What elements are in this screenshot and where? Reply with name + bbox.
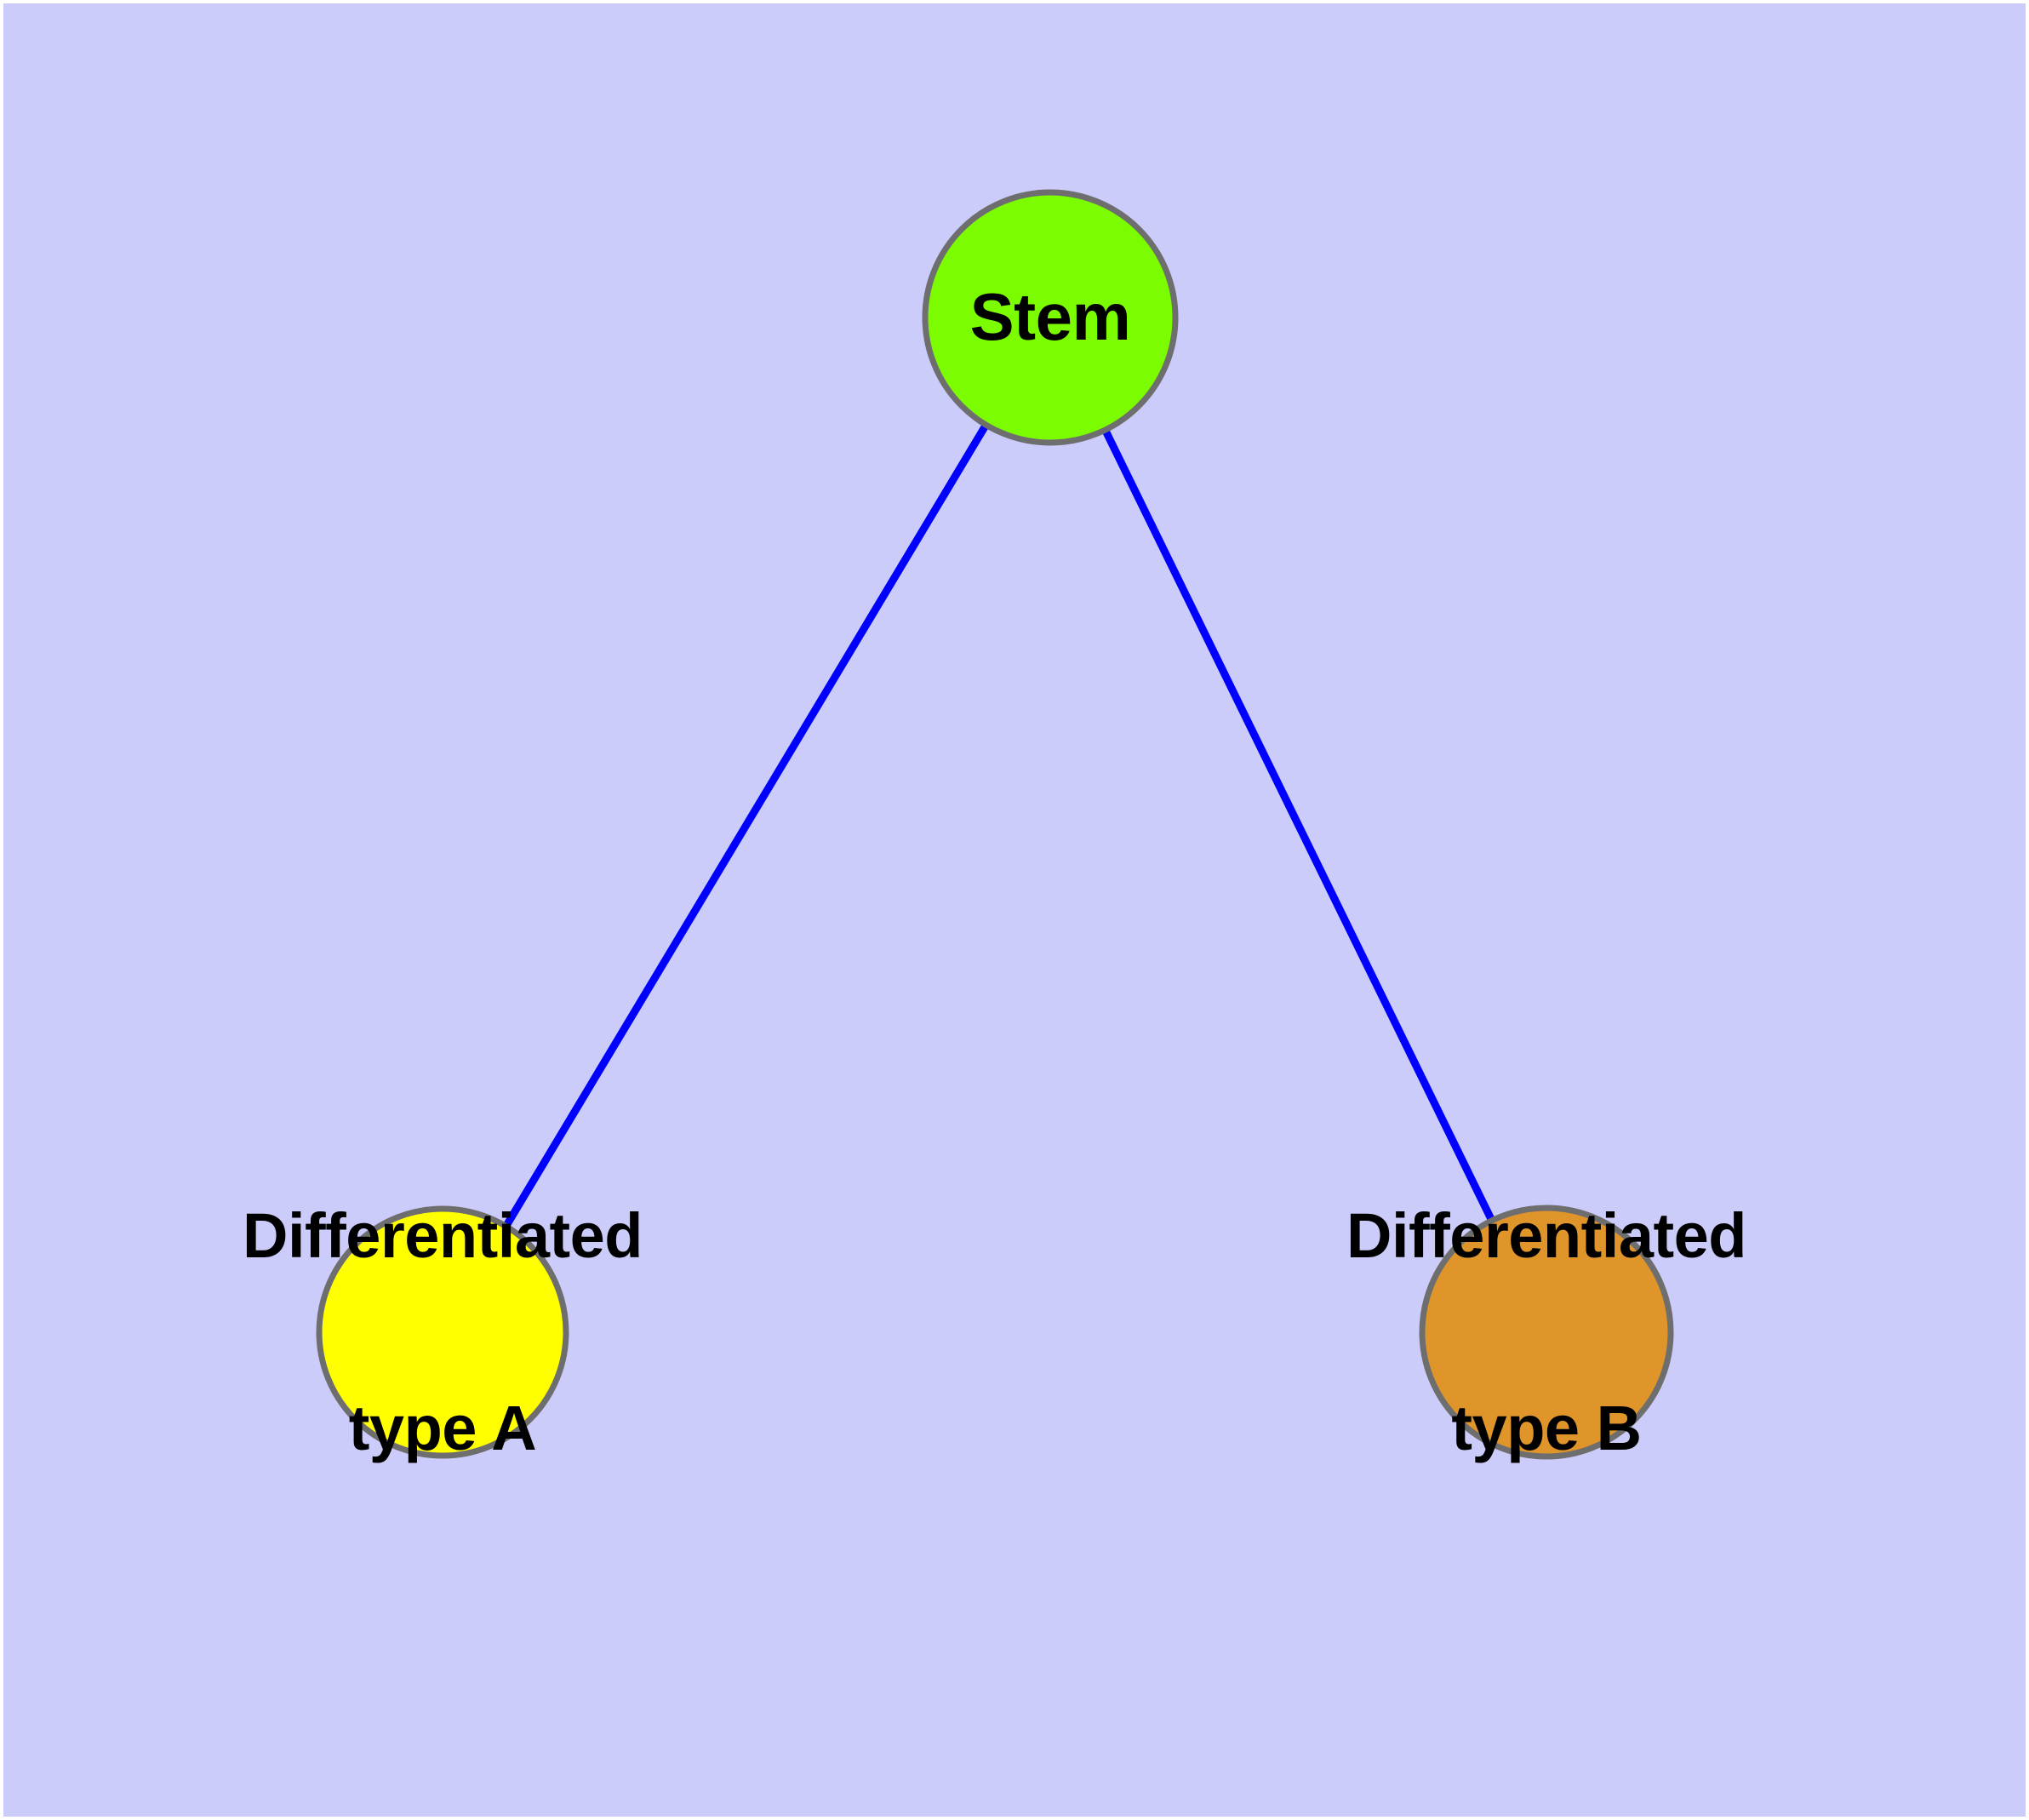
edge-layer (439, 315, 1551, 1335)
node-differentiated-type-b[interactable] (1419, 1205, 1674, 1460)
node-stem[interactable] (922, 189, 1179, 446)
node-differentiated-type-a[interactable] (316, 1205, 569, 1459)
edge-stem-to-differentiated-type-a (439, 315, 1054, 1335)
node-layer (316, 189, 1674, 1460)
edge-stem-to-differentiated-type-b (1046, 316, 1551, 1334)
